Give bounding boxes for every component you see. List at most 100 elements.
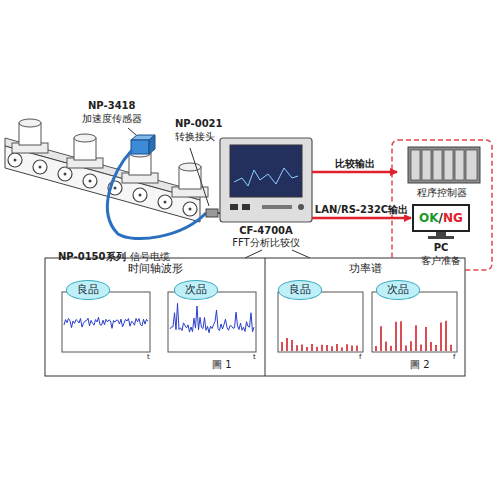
bad-spectrum-bar <box>420 345 422 352</box>
bad-spectrum-bar <box>390 346 392 351</box>
bad-spectrum-bar <box>400 321 402 351</box>
analyzer-device <box>220 138 312 222</box>
arrow-label: LAN/RS-232C输出 <box>314 204 409 216</box>
bad-spectrum-bar <box>385 342 387 351</box>
bad-spectrum-bar <box>410 341 412 351</box>
chart-traces <box>64 303 451 351</box>
node-text: 程序控制器 <box>417 186 467 200</box>
rect-shape <box>455 150 464 180</box>
output-arrow <box>312 171 397 174</box>
bad-spectrum-bar <box>415 325 417 351</box>
chart-region: 时间轴波形良品次品 <box>47 259 263 374</box>
rect-shape <box>230 204 238 210</box>
device-name: PC <box>434 242 449 254</box>
circle-shape <box>58 167 72 181</box>
rect-shape <box>62 292 150 352</box>
leader-line <box>190 148 209 206</box>
output-arrow <box>312 217 411 220</box>
axis-label: t <box>253 353 256 361</box>
circle-shape <box>33 160 47 174</box>
rect-shape <box>466 150 477 180</box>
circle-shape <box>64 173 67 176</box>
bad-spectrum-bar <box>425 327 427 351</box>
circle-shape <box>89 180 92 183</box>
circle-shape <box>298 204 304 210</box>
rect-shape <box>433 150 442 180</box>
chart-region: 功率谱良品 次品 <box>267 259 463 374</box>
node-text: 良品 <box>77 283 99 296</box>
circle-shape <box>8 153 22 167</box>
part-number: NP-0150系列 <box>58 251 126 263</box>
good-spectrum-bar <box>316 347 318 351</box>
good-spectrum-bar <box>351 346 353 351</box>
pc-screen: OK/NG <box>412 204 470 232</box>
roller-axles <box>14 159 192 211</box>
good-waveform <box>64 317 148 328</box>
rect-shape <box>230 145 302 197</box>
bad-spectrum-bar <box>450 345 452 351</box>
node-text: FFT分析比较仪 <box>232 236 299 250</box>
circle-shape <box>158 195 172 209</box>
callout-line <box>292 250 310 258</box>
axis-label: f <box>453 353 455 361</box>
bad-spectrum-bar <box>395 322 397 351</box>
node-text: 功率谱 <box>349 261 382 276</box>
bad-spectrum-bar <box>435 345 437 351</box>
polyline-shape <box>234 168 298 186</box>
part-number: NP-0021 <box>175 118 223 130</box>
good-spectrum-bar <box>356 346 358 351</box>
part-name: 转换接头 <box>175 131 215 143</box>
rect-shape <box>168 292 256 352</box>
circle-shape <box>183 202 197 216</box>
rect-shape <box>428 236 454 239</box>
good-spectrum-bar <box>296 345 298 351</box>
status-text: OK <box>419 211 439 225</box>
circle-shape <box>39 166 42 169</box>
bad-spectrum-bar <box>380 326 382 351</box>
rect-shape <box>372 292 457 352</box>
arrow-label: 比较输出 <box>334 158 376 170</box>
rect-shape <box>131 140 149 154</box>
good-spectrum-bar <box>346 344 348 351</box>
good-spectrum-bar <box>336 344 338 351</box>
bad-spectrum-bar <box>405 346 407 352</box>
node-text: 次品 <box>387 283 409 296</box>
part-number: NP-3418 <box>88 100 136 112</box>
axis-label: t <box>147 353 150 361</box>
plc-rack <box>408 147 480 183</box>
node-text: 良品 <box>289 283 311 296</box>
rect-shape <box>444 150 453 180</box>
monitor-stand <box>428 232 454 239</box>
axis-label: f <box>359 353 361 361</box>
good-spectrum-bar <box>326 345 328 351</box>
figure-number: 圖 1 <box>212 359 232 371</box>
circle-shape <box>139 194 142 197</box>
ellipse-shape <box>179 163 201 171</box>
bad-spectrum-bar <box>430 342 432 351</box>
leader-line <box>128 128 136 135</box>
circle-shape <box>83 174 97 188</box>
good-spectrum-bar <box>301 345 303 352</box>
rect-shape <box>262 205 292 209</box>
good-spectrum-bar <box>321 345 323 351</box>
polygon-shape <box>149 135 155 154</box>
signal-cable <box>107 150 206 239</box>
node-text: 次品 <box>185 283 207 296</box>
good-spectrum-bar <box>311 344 313 351</box>
circle-shape <box>189 208 192 211</box>
controller-box: 程序控制器 <box>398 144 486 200</box>
circle-shape <box>114 187 117 190</box>
circle-shape <box>164 201 167 204</box>
bad-spectrum-bar <box>375 346 377 351</box>
bad-spectrum-bar <box>440 323 442 352</box>
result-bubble: 良品 <box>66 280 110 299</box>
result-bubble: 次品 <box>174 280 218 299</box>
accelerometer <box>131 135 155 154</box>
result-bubble: 良品 <box>278 280 322 299</box>
good-spectrum-bar <box>291 340 293 351</box>
belt-front <box>5 146 200 222</box>
good-spectrum-bar <box>306 347 308 351</box>
